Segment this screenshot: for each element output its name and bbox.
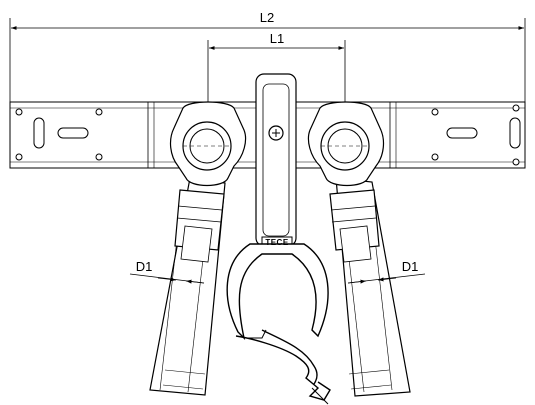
left-pipe-assembly (149, 101, 247, 396)
right-mounting-holes (431, 104, 521, 166)
wire-spring-clip (235, 329, 331, 405)
dimension-l2-label: L2 (260, 10, 274, 25)
left-mounting-holes (15, 108, 103, 161)
dimension-l1: L1 (207, 31, 346, 102)
dimension-d1-left: D1 (129, 259, 205, 284)
dimension-d1-right: D1 (347, 259, 426, 284)
right-pipe-assembly (307, 101, 411, 397)
dimension-d1-right-label: D1 (402, 259, 419, 274)
dimension-l2: L2 (9, 10, 526, 102)
tece-logo: TECE (265, 238, 289, 247)
dimension-l1-label: L1 (270, 31, 284, 46)
center-clip-bracket (226, 73, 329, 341)
dimension-d1-left-label: D1 (136, 259, 153, 274)
